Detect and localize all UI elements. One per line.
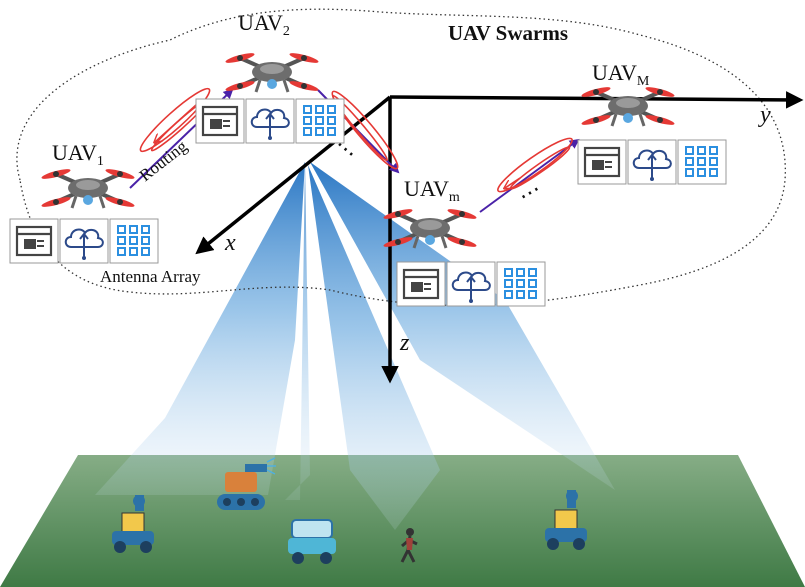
uav-M-panel <box>577 139 727 185</box>
window-icon <box>201 105 239 137</box>
uav-2-label: UAV2 <box>238 10 290 39</box>
uav-2-panel <box>195 98 345 144</box>
icon-panels <box>9 98 727 307</box>
uav-m-drone <box>383 209 477 249</box>
axis-z-label: z <box>399 330 410 356</box>
uav-1-drone <box>41 169 135 209</box>
uav-2-drone <box>225 53 319 93</box>
ground-robot-left <box>112 495 154 553</box>
pedestrian <box>400 528 418 563</box>
uav-M-label: UAVM <box>592 60 650 89</box>
ellipsis-2: ⋯ <box>514 176 546 209</box>
cloud-upload-icon <box>250 108 290 140</box>
grid-icon <box>117 225 150 256</box>
uav-m-label: UAVm <box>404 176 460 205</box>
drones <box>41 53 675 249</box>
ground-robot-cart <box>288 519 336 564</box>
diagram-title: UAV Swarms <box>448 21 568 45</box>
uav-M-drone <box>581 87 675 127</box>
ground-robot-tank <box>217 457 276 510</box>
cloud-upload-icon <box>64 228 104 260</box>
grid-icon <box>685 146 718 177</box>
cloud-upload-icon <box>451 271 491 303</box>
ground-robot-right <box>545 490 587 550</box>
grid-icon <box>303 105 336 136</box>
uav-m-panel <box>396 261 546 307</box>
grid-icon <box>504 268 537 299</box>
antenna-array-label: Antenna Array <box>100 267 201 286</box>
window-icon <box>15 225 53 257</box>
swarm-boundary <box>16 8 786 306</box>
window-icon <box>402 268 440 300</box>
uav-1-panel <box>9 218 159 264</box>
axis-x-label: x <box>224 230 236 256</box>
cloud-upload-icon <box>632 149 672 181</box>
uav-1-label: UAV1 <box>52 140 104 169</box>
window-icon <box>583 146 621 178</box>
axis-y-label: y <box>758 102 771 128</box>
coordinate-axes: y z x <box>195 91 804 384</box>
